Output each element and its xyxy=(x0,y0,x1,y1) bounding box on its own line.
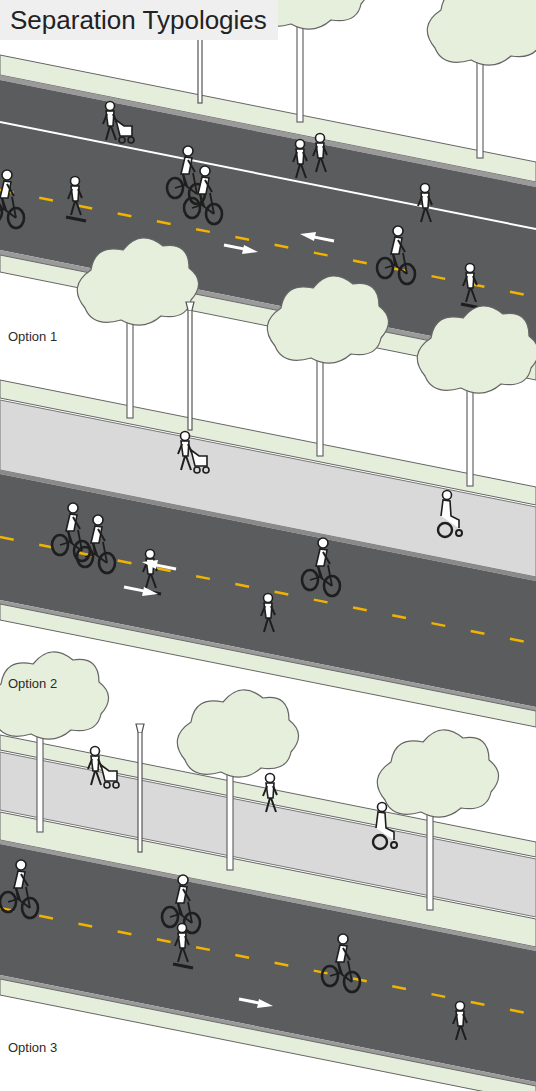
option-3-section xyxy=(88,747,119,789)
option-3-section xyxy=(173,924,193,969)
option-2-section xyxy=(77,515,115,573)
option-1-section xyxy=(300,232,334,241)
option-1-section xyxy=(66,177,86,222)
option-2-section xyxy=(186,302,194,430)
option-1-section xyxy=(377,226,415,284)
option-1-section xyxy=(103,102,134,144)
option-3-section xyxy=(0,652,536,1091)
option-1-section xyxy=(0,122,536,229)
option-3-section xyxy=(0,975,536,1086)
option-3-section xyxy=(377,730,498,910)
title: Separation Typologies xyxy=(0,0,278,40)
option-3-section xyxy=(0,652,109,832)
option-2-section xyxy=(52,503,90,561)
option-1-section xyxy=(293,140,307,179)
option-1-section xyxy=(184,166,222,224)
option-3-section xyxy=(322,934,360,992)
option-3-section xyxy=(177,690,298,870)
option-2-section xyxy=(0,537,536,644)
option-label: Option 2 xyxy=(8,676,57,691)
option-1-section xyxy=(0,170,24,228)
option-3-section xyxy=(0,979,536,1091)
option-1-section xyxy=(461,264,481,309)
option-2-section xyxy=(178,432,209,474)
option-label: Option 3 xyxy=(8,1040,57,1055)
option-2-section xyxy=(417,306,536,486)
option-2-section xyxy=(438,491,462,538)
option-3-section xyxy=(136,724,144,852)
option-3-section xyxy=(263,774,277,813)
option-2-section xyxy=(302,538,340,596)
option-2-section xyxy=(124,587,158,596)
option-2-section xyxy=(267,276,388,456)
option-1-section xyxy=(313,134,327,173)
option-1-section xyxy=(224,245,258,254)
option-1-section xyxy=(418,184,432,223)
option-3-section xyxy=(453,1002,467,1041)
option-3-section xyxy=(0,860,38,918)
option-1-section xyxy=(167,146,205,204)
option-2-section xyxy=(142,560,176,569)
option-1-section xyxy=(427,0,536,158)
option-3-section xyxy=(0,908,536,1015)
option-2-section xyxy=(261,594,275,633)
option-2-section xyxy=(77,238,198,418)
option-3-section xyxy=(239,999,273,1008)
option-2-section xyxy=(0,238,536,727)
option-label: Option 1 xyxy=(8,329,57,344)
